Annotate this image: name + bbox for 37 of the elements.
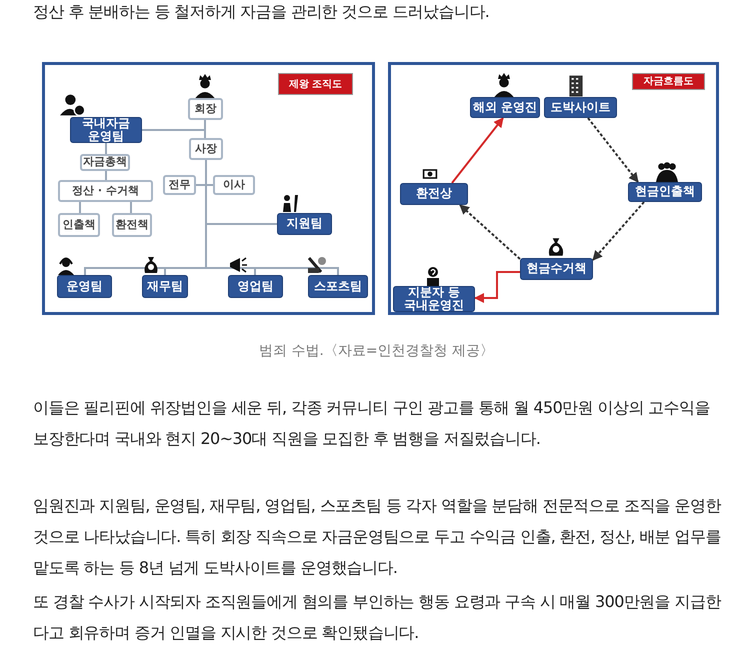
connector	[459, 204, 521, 260]
paragraph: 또 경찰 수사가 시작되자 조직원들에게 혐의를 부인하는 행동 요령과 구속 시 매월 300만원을 지급한다고 회유하며 증거 인멸을 지시한 것으로 확인됐습니다.	[33, 591, 722, 644]
connector	[142, 120, 206, 131]
paragraph: 임원진과 지원팀, 운영팀, 재무팀, 영업팀, 스포츠팀 등 각자 역할을 분담해 전문적으로 조직을 운영한 것으로 나타났습니다. 특히 회장 직속으로 자금운영팀으로 두고 수익금 인출, 환전, 정산, 배분 업무를 맡도록 하는 등 8년 넘게 도박사이트를 운영했습니다.	[33, 495, 722, 579]
team-box: 현금인출책	[628, 182, 702, 202]
title-tag: 자금흐름도	[632, 73, 705, 90]
connector	[105, 171, 107, 180]
connector	[592, 201, 645, 261]
paragraph: 정산 후 분배하는 등 철저하게 자금을 관리한 것으로 드러났습니다.	[33, 1, 490, 23]
team-box: 도박사이트	[544, 97, 617, 118]
role-box: 사장	[189, 138, 223, 160]
team-box: 환전상	[400, 183, 468, 205]
connector	[474, 271, 520, 303]
team-box: 현금수거책	[520, 258, 593, 280]
role-box: 회장	[188, 98, 223, 120]
title-tag: 제왕 조직도	[278, 73, 353, 95]
connector	[451, 117, 504, 184]
team-box: 해외 운영진	[470, 97, 540, 118]
connector	[130, 202, 132, 213]
team-box: 영업팀	[228, 275, 283, 298]
team-box: 지원팀	[277, 213, 332, 235]
team-box: 국내자금 운영팀	[70, 117, 142, 143]
role-box: 환전책	[112, 213, 152, 237]
paragraph: 이들은 필리핀에 위장법인을 세운 뒤, 각종 커뮤니티 구인 광고를 통해 월 450만원 이상의 고수익을 보장한다며 국내와 현지 20~30대 직원을 모집한 후 범행을 저질렀습니다.	[33, 397, 711, 450]
team-box: 운영팀	[57, 275, 112, 298]
connector	[79, 202, 81, 213]
role-box: 자금총책	[80, 154, 130, 171]
team-box: 스포츠팀	[308, 275, 368, 298]
caption: 범죄 수법.〈자료=인천경찰청 제공〉	[258, 342, 496, 360]
connector	[587, 117, 639, 183]
role-box: 이사	[213, 175, 255, 195]
role-box: 정산 · 수거책	[58, 180, 153, 202]
role-box: 인출책	[58, 213, 100, 237]
connector	[105, 143, 107, 154]
role-box: 전무	[163, 175, 196, 195]
team-box: 재무팀	[142, 275, 188, 298]
team-box: 지분자 등 국내운영진	[393, 286, 475, 312]
